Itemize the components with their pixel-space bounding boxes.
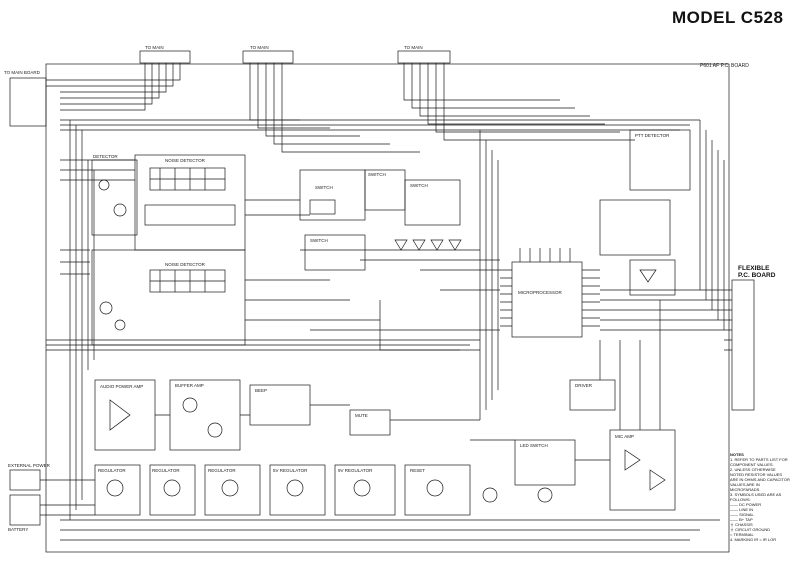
audio-power-amp-label: AUDIO POWER AMP	[100, 384, 144, 389]
beep-label: BEEP	[255, 388, 268, 393]
mute-label: MUTE	[355, 413, 368, 418]
connector-label-top-left: TO MAIN	[145, 45, 164, 50]
flex-board-line-1: FLEXIBLE	[738, 265, 770, 272]
flex-board-label: FLEXIBLE P.C. BOARD	[738, 265, 775, 279]
audio-power-amp-block	[94, 379, 156, 451]
external-power-jack	[9, 469, 41, 491]
regulator-label-3: REGULATOR	[208, 468, 236, 473]
switch-block-3	[404, 179, 461, 226]
detector-block	[91, 159, 138, 236]
notes-line: —— DC POWER	[730, 502, 762, 507]
connector-label-left: TO MAIN BOARD	[4, 70, 40, 75]
connector-top-left	[139, 50, 191, 64]
notes-line: ⏚ CHASSIS	[730, 522, 753, 527]
switch-label-3: SWITCH	[410, 183, 428, 188]
switch-label-1: SWITCH	[315, 185, 333, 190]
buffer-amp-block	[169, 379, 241, 451]
flex-board-line-2: P.C. BOARD	[738, 272, 776, 279]
notes-line: —— LINE IN	[730, 507, 754, 512]
regulator-label-4: 5V REGULATOR	[273, 468, 308, 473]
board-label: P601 AF P.C. BOARD	[700, 63, 749, 69]
noise-detector-lower	[91, 249, 246, 346]
reset-label: RESET	[410, 468, 426, 473]
regulator-block-4	[269, 464, 326, 516]
regulator-label-1: REGULATOR	[98, 468, 126, 473]
switch-label-4: SWITCH	[310, 238, 328, 243]
led-switch-label: LED SWITCH	[520, 443, 548, 448]
connector-label-top-right: TO MAIN	[404, 45, 423, 50]
mic-amp-label: MIC AMP	[615, 434, 635, 439]
regulator-block-1	[94, 464, 141, 516]
connector-flex-board	[731, 279, 755, 411]
ptt-detector-label: PTT DETECTOR	[635, 133, 670, 138]
external-power-label: EXTERNAL POWER	[8, 463, 50, 468]
notes-heading: NOTES	[730, 452, 744, 457]
regulator-label-2: REGULATOR	[152, 468, 180, 473]
model-title: MODEL C528	[672, 8, 784, 27]
notes-line: 2. UNLESS OTHERWISE NOTED RESISTOR VALUE…	[730, 467, 790, 492]
reset-block	[404, 464, 471, 516]
notes-line: —— B+ TAP	[730, 517, 753, 522]
schematic-wiring	[9, 50, 755, 553]
noise-detector-upper-label: NOISE DETECTOR	[165, 158, 205, 163]
regulator-block-3	[204, 464, 261, 516]
regulator-block-2	[149, 464, 196, 516]
battery-terminal	[9, 494, 41, 526]
mic-amp-block	[609, 429, 676, 511]
notes-line: —— SIGNAL	[730, 512, 754, 517]
notes-panel: NOTES 1. REFER TO PARTS LIST FOR COMPONE…	[730, 452, 793, 542]
buffer-amp-label: BUFFER AMP	[175, 383, 204, 388]
connector-left-main	[9, 77, 47, 127]
regulator-label-5: 9V REGULATOR	[338, 468, 373, 473]
connector-label-top-mid: TO MAIN	[250, 45, 269, 50]
connector-top-right	[397, 50, 451, 64]
regulator-block-5	[334, 464, 396, 516]
led-switch-block	[514, 439, 576, 486]
notes-line: ⏚ CIRCUIT GROUND	[730, 527, 771, 532]
detector-label: DETECTOR	[93, 154, 118, 159]
noise-detector-lower-label: NOISE DETECTOR	[165, 262, 205, 267]
battery-label: BATTERY	[8, 527, 29, 532]
notes-line: 4. MARKING IR = IR LOR	[730, 537, 777, 542]
notes-line: 1. REFER TO PARTS LIST FOR COMPONENT VAL…	[730, 457, 788, 467]
microprocessor-ic	[511, 261, 583, 338]
mute-block	[349, 409, 391, 436]
microprocessor-label: MICROPROCESSOR	[518, 290, 562, 295]
switch-block-4	[304, 234, 366, 271]
switch-label-2: SWITCH	[368, 172, 386, 177]
driver-label: DRIVER	[575, 383, 593, 388]
notes-line: ○ TERMINAL	[730, 532, 754, 537]
notes-line: 3. SYMBOLS USED ARE AS FOLLOWS:	[730, 492, 782, 502]
ptt-detector-block	[629, 129, 691, 191]
connector-top-mid	[242, 50, 294, 64]
driver-block	[569, 379, 616, 411]
board-outline	[45, 63, 730, 553]
